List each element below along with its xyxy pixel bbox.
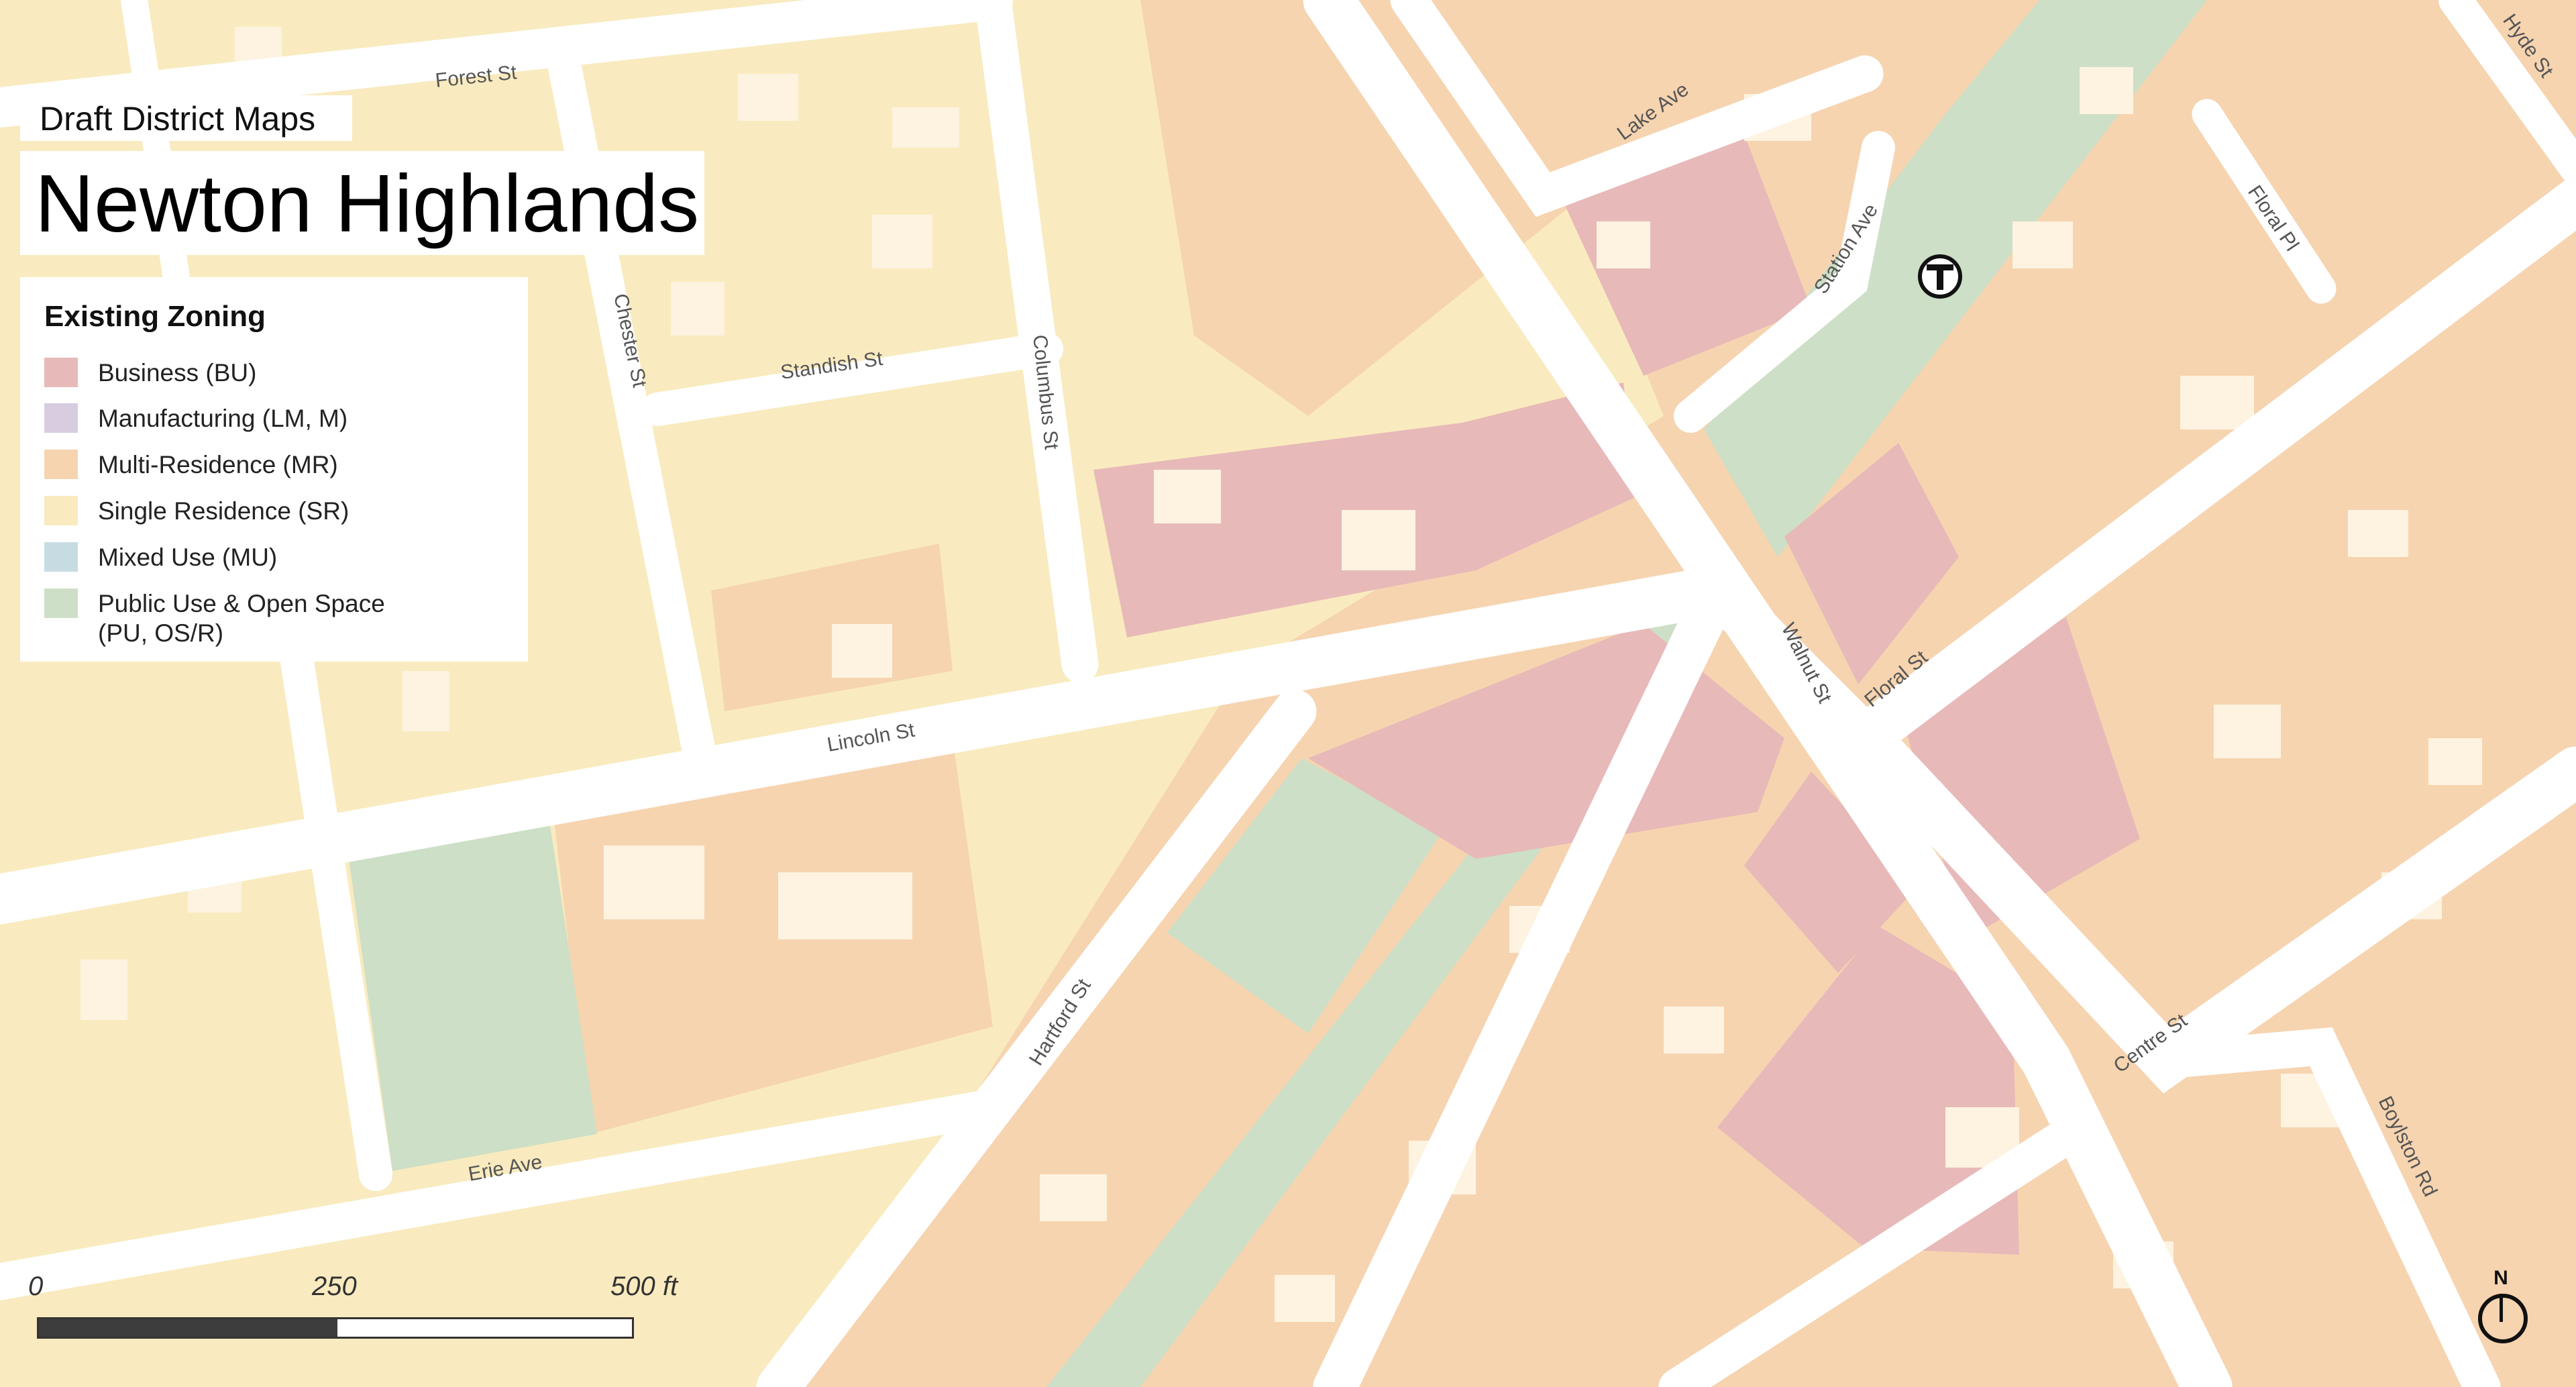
- business-zone-station: [1563, 134, 1811, 376]
- north-circle-icon: [2478, 1294, 2528, 1343]
- open-space-ballfield: [349, 825, 597, 1171]
- legend-title: Existing Zoning: [44, 300, 266, 333]
- legend-label-multi-residence: Multi-Residence (MR): [98, 451, 338, 478]
- scale-bar: [37, 1317, 634, 1339]
- legend-label-open-space: Public Use & Open Space: [98, 590, 385, 617]
- north-pointer-icon: [2500, 1294, 2503, 1322]
- multi-residence-zone-center: [550, 738, 993, 1134]
- legend-label-manufacturing: Manufacturing (LM, M): [98, 405, 348, 432]
- legend-label-single-residence: Single Residence (SR): [98, 497, 350, 525]
- legend-swatch-manufacturing: [44, 403, 78, 433]
- zoning-legend: Existing Zoning Business (BU) Manufactur…: [20, 277, 528, 662]
- legend-sublabel-open-space: (PU, OS/R): [98, 619, 224, 647]
- legend-swatch-mixed-use: [44, 542, 78, 572]
- legend-swatch-open-space: [44, 588, 78, 618]
- map-subtitle: Draft District Maps: [40, 100, 316, 138]
- legend-swatch-business: [44, 358, 78, 387]
- business-zone-south: [1717, 926, 2019, 1255]
- t-station-marker[interactable]: [1918, 254, 1962, 299]
- scale-label-250: 250: [312, 1272, 357, 1301]
- title-box: Newton Highlands: [20, 151, 704, 255]
- scale-label-0: 0: [28, 1272, 44, 1301]
- legend-label-mixed-use: Mixed Use (MU): [98, 544, 278, 571]
- business-zone-walnut-east: [1744, 772, 1919, 973]
- business-zone-east: [1784, 443, 1959, 684]
- legend-label-business: Business (BU): [98, 359, 257, 387]
- scale-bar-dark-segment: [39, 1319, 337, 1337]
- north-arrow: N: [2474, 1267, 2528, 1347]
- north-label: N: [2493, 1267, 2508, 1289]
- legend-swatch-single-residence: [44, 496, 78, 525]
- subtitle-box: Draft District Maps: [20, 95, 352, 141]
- scale-label-500: 500 ft: [610, 1272, 678, 1301]
- map-title: Newton Highlands: [35, 158, 700, 249]
- legend-swatch-multi-residence: [44, 450, 78, 479]
- open-space-park: [1167, 758, 1442, 1033]
